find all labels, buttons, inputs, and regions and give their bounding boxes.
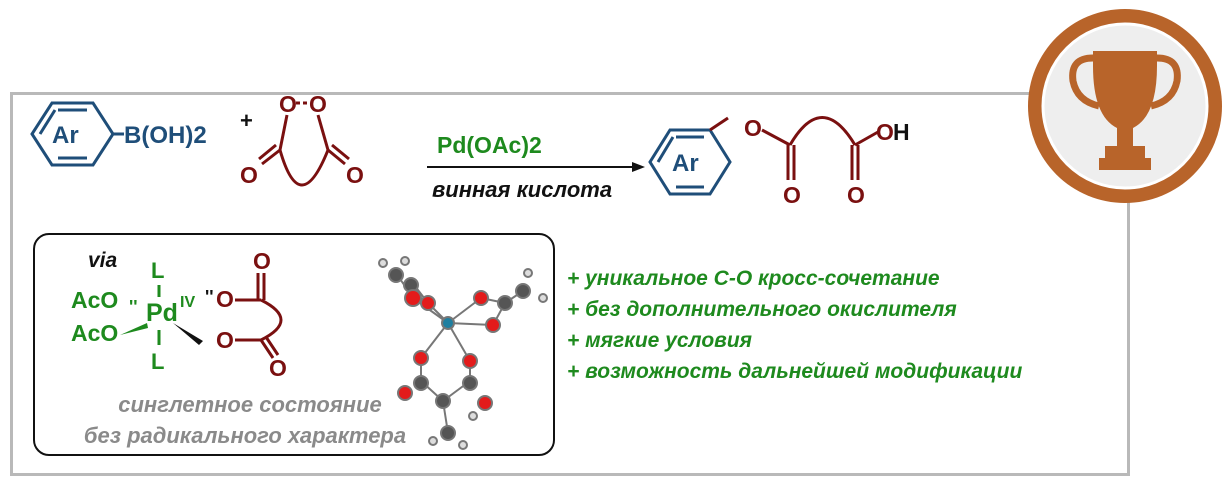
boronic-group: B(OH)2 (124, 122, 207, 149)
product-aryl-label: Ar (672, 150, 699, 177)
peroxide-anhydride (258, 101, 350, 187)
carbonyl-o: O (346, 162, 364, 188)
hydroxyl-h: H (893, 119, 910, 145)
scheme-frame (10, 92, 1130, 476)
aryl-label: Ar (52, 122, 79, 149)
product-carbonyl-o: O (847, 182, 865, 208)
hydroxyl-label: O (876, 119, 894, 145)
aryl-boronic-acid (30, 101, 124, 167)
ring-o: O (216, 327, 234, 353)
ligand-bottom: L (151, 349, 164, 374)
acetate-top: AcO (71, 287, 118, 313)
dash-wedge: '' (129, 297, 138, 317)
oxidation-state: IV (180, 294, 195, 311)
advantage-item: + возможность дальнейшей модификации (567, 360, 1023, 383)
pd-intermediate: via L AcO '' Pd IV AcO L '' O O O O (71, 248, 548, 450)
dash-wedge: '' (205, 287, 214, 307)
acetate-bottom: AcO (71, 320, 118, 346)
advantage-item: + без дополнительного окислителя (567, 298, 957, 321)
advantage-item: + уникальное C-O кросс-сочетание (567, 267, 940, 290)
peroxide-o: O (309, 91, 327, 117)
carbonyl-o: O (240, 162, 258, 188)
note-line1: синглетное состояние (118, 392, 382, 417)
trophy-icon (1069, 51, 1181, 170)
advantage-item: + мягкие условия (567, 329, 753, 352)
additive-label: винная кислота (432, 177, 612, 202)
plus-sign: + (240, 108, 253, 133)
advantages-list: + уникальное C-O кросс-сочетание + без д… (567, 263, 1022, 387)
ester-o: O (744, 115, 762, 141)
3d-molecule-model (378, 256, 548, 450)
trophy-badge (1028, 9, 1222, 203)
note-line2: без радикального характера (83, 423, 407, 448)
ring-o: O (216, 286, 234, 312)
metal-center: Pd (146, 299, 178, 327)
intermediate-box (33, 233, 555, 456)
carbonyl-o: O (269, 355, 287, 381)
reaction-scheme: Ar B(OH)2 + O O O O Pd(OAc)2 винная кисл… (30, 91, 910, 208)
carbonyl-o: O (253, 248, 271, 274)
via-label: via (88, 249, 118, 272)
ligand-top: L (151, 258, 164, 283)
peroxide-o: O (279, 91, 297, 117)
product-carbonyl-o: O (783, 182, 801, 208)
product (648, 116, 732, 196)
catalyst-label: Pd(OAc)2 (437, 132, 542, 158)
reaction-arrow (427, 162, 645, 172)
